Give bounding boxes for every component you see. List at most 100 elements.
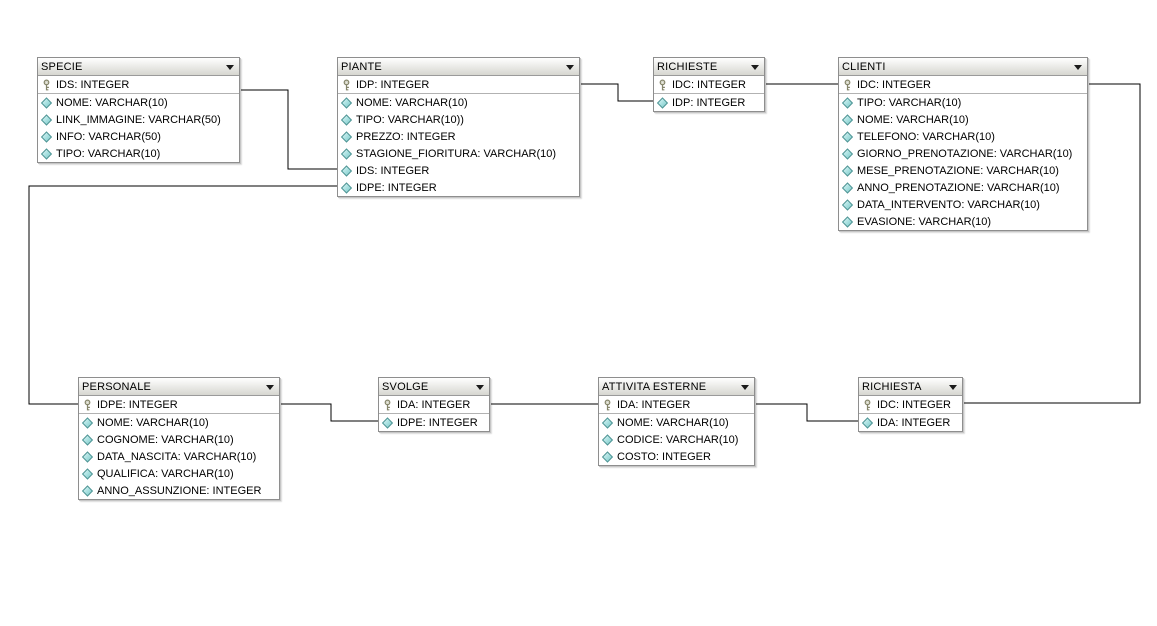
entity-table-personale[interactable]: PERSONALE IDPE: INTEGER NOME: VARCHAR(10… <box>78 377 280 500</box>
field-row[interactable]: IDA: INTEGER <box>379 396 489 414</box>
key-icon <box>864 399 871 411</box>
field-label: NOME: VARCHAR(10) <box>617 416 729 429</box>
field-row[interactable]: NOME: VARCHAR(10) <box>599 414 754 431</box>
field-label: TIPO: VARCHAR(10) <box>857 96 962 109</box>
table-header[interactable]: RICHIESTA <box>859 378 962 396</box>
field-row[interactable]: NOME: VARCHAR(10) <box>38 94 239 111</box>
key-icon <box>343 78 350 91</box>
field-label: EVASIONE: VARCHAR(10) <box>857 215 992 228</box>
field-row[interactable]: TIPO: VARCHAR(10)) <box>338 111 579 128</box>
field-row[interactable]: IDPE: INTEGER <box>379 414 489 431</box>
table-header[interactable]: CLIENTI <box>839 58 1087 76</box>
diamond-icon <box>41 131 52 142</box>
relationship-line[interactable] <box>580 83 653 102</box>
field-row[interactable]: STAGIONE_FIORITURA: VARCHAR(10) <box>338 145 579 162</box>
field-row[interactable]: TIPO: VARCHAR(10) <box>839 94 1087 111</box>
relationship-line[interactable] <box>240 89 337 170</box>
field-row[interactable]: IDC: INTEGER <box>839 76 1087 94</box>
table-header[interactable]: PERSONALE <box>79 378 279 396</box>
field-row[interactable]: COGNOME: VARCHAR(10) <box>79 431 279 448</box>
table-header[interactable]: ATTIVITA ESTERNE <box>599 378 754 396</box>
field-row[interactable]: CODICE: VARCHAR(10) <box>599 431 754 448</box>
field-row[interactable]: IDC: INTEGER <box>859 396 962 414</box>
diamond-icon <box>842 165 853 176</box>
field-row[interactable]: INFO: VARCHAR(50) <box>38 128 239 145</box>
diamond-icon <box>341 114 352 125</box>
chevron-down-icon[interactable] <box>476 384 484 390</box>
field-label: IDP: INTEGER <box>356 78 430 91</box>
entity-table-attivita-esterne[interactable]: ATTIVITA ESTERNE IDA: INTEGER NOME: VARC… <box>598 377 755 466</box>
field-row[interactable]: DATA_NASCITA: VARCHAR(10) <box>79 448 279 465</box>
chevron-down-icon[interactable] <box>566 64 574 70</box>
field-label: IDS: INTEGER <box>356 164 430 177</box>
field-label: DATA_NASCITA: VARCHAR(10) <box>97 450 257 463</box>
table-header[interactable]: SVOLGE <box>379 378 489 396</box>
chevron-down-icon[interactable] <box>1074 64 1082 70</box>
field-row[interactable]: MESE_PRENOTAZIONE: VARCHAR(10) <box>839 162 1087 179</box>
diamond-icon <box>82 451 93 462</box>
field-row[interactable]: IDS: INTEGER <box>338 162 579 179</box>
field-label: TIPO: VARCHAR(10) <box>56 147 161 160</box>
table-title: RICHIESTE <box>657 60 718 73</box>
field-label: TELEFONO: VARCHAR(10) <box>857 130 995 143</box>
field-row[interactable]: DATA_INTERVENTO: VARCHAR(10) <box>839 196 1087 213</box>
entity-table-richieste[interactable]: RICHIESTE IDC: INTEGER IDP: INTEGER <box>653 57 765 112</box>
field-row[interactable]: TIPO: VARCHAR(10) <box>38 145 239 162</box>
field-row[interactable]: EVASIONE: VARCHAR(10) <box>839 213 1087 230</box>
field-row[interactable]: IDP: INTEGER <box>338 76 579 94</box>
entity-table-svolge[interactable]: SVOLGE IDA: INTEGER IDPE: INTEGER <box>378 377 490 432</box>
diamond-icon <box>341 97 352 108</box>
field-label: COGNOME: VARCHAR(10) <box>97 433 234 446</box>
field-row[interactable]: COSTO: INTEGER <box>599 448 754 465</box>
table-title: PIANTE <box>341 60 382 73</box>
field-row[interactable]: IDPE: INTEGER <box>338 179 579 196</box>
field-label: NOME: VARCHAR(10) <box>97 416 209 429</box>
field-label: IDPE: INTEGER <box>397 416 478 429</box>
field-row[interactable]: IDC: INTEGER <box>654 76 764 94</box>
relationship-line[interactable] <box>280 403 378 422</box>
diamond-icon <box>382 417 393 428</box>
field-row[interactable]: NOME: VARCHAR(10) <box>79 414 279 431</box>
chevron-down-icon[interactable] <box>226 64 234 70</box>
field-row[interactable]: NOME: VARCHAR(10) <box>839 111 1087 128</box>
field-row[interactable]: ANNO_ASSUNZIONE: INTEGER <box>79 482 279 499</box>
field-label: NOME: VARCHAR(10) <box>356 96 468 109</box>
table-header[interactable]: PIANTE <box>338 58 579 76</box>
field-row[interactable]: IDA: INTEGER <box>599 396 754 414</box>
field-row[interactable]: NOME: VARCHAR(10) <box>338 94 579 111</box>
chevron-down-icon[interactable] <box>741 384 749 390</box>
entity-table-specie[interactable]: SPECIE IDS: INTEGER NOME: VARCHAR(10) LI… <box>37 57 240 163</box>
entity-table-clienti[interactable]: CLIENTI IDC: INTEGER TIPO: VARCHAR(10) N… <box>838 57 1088 231</box>
diamond-icon <box>862 417 873 428</box>
field-row[interactable]: PREZZO: INTEGER <box>338 128 579 145</box>
field-label: IDP: INTEGER <box>672 96 746 109</box>
diamond-icon <box>41 114 52 125</box>
field-label: ANNO_ASSUNZIONE: INTEGER <box>97 484 262 497</box>
chevron-down-icon[interactable] <box>751 64 759 70</box>
table-header[interactable]: SPECIE <box>38 58 239 76</box>
relationship-line[interactable] <box>755 403 858 422</box>
diamond-icon <box>341 165 352 176</box>
field-row[interactable]: IDS: INTEGER <box>38 76 239 94</box>
field-row[interactable]: IDPE: INTEGER <box>79 396 279 414</box>
chevron-down-icon[interactable] <box>266 384 274 390</box>
field-row[interactable]: GIORNO_PRENOTAZIONE: VARCHAR(10) <box>839 145 1087 162</box>
field-row[interactable]: LINK_IMMAGINE: VARCHAR(50) <box>38 111 239 128</box>
chevron-down-icon[interactable] <box>949 384 957 390</box>
entity-table-richiesta[interactable]: RICHIESTA IDC: INTEGER IDA: INTEGER <box>858 377 963 432</box>
field-row[interactable]: TELEFONO: VARCHAR(10) <box>839 128 1087 145</box>
diamond-icon <box>602 434 613 445</box>
field-row[interactable]: QUALIFICA: VARCHAR(10) <box>79 465 279 482</box>
entity-table-piante[interactable]: PIANTE IDP: INTEGER NOME: VARCHAR(10) TI… <box>337 57 580 197</box>
relationship-line[interactable] <box>963 83 1141 404</box>
table-header[interactable]: RICHIESTE <box>654 58 764 76</box>
field-row[interactable]: IDA: INTEGER <box>859 414 962 431</box>
diamond-icon <box>341 182 352 193</box>
relationship-line[interactable] <box>28 185 337 405</box>
diamond-icon <box>842 199 853 210</box>
diamond-icon <box>341 131 352 142</box>
field-row[interactable]: IDP: INTEGER <box>654 94 764 111</box>
field-row[interactable]: ANNO_PRENOTAZIONE: VARCHAR(10) <box>839 179 1087 196</box>
diamond-icon <box>602 451 613 462</box>
